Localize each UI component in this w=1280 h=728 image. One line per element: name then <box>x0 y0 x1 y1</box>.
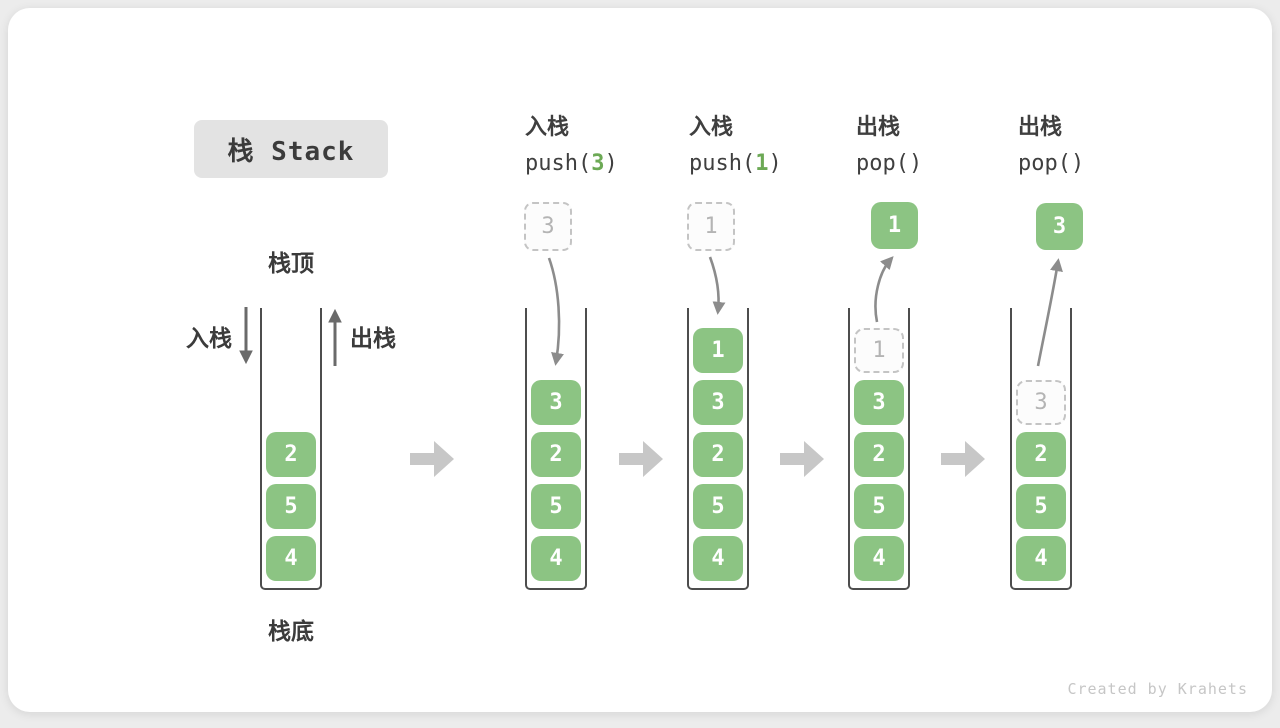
stack-cell: 2 <box>1016 432 1066 477</box>
next-step-arrow-icon <box>619 441 663 477</box>
stack-cell: 5 <box>854 484 904 529</box>
next-step-arrow-icon <box>780 441 824 477</box>
code-arg: 1 <box>755 151 769 176</box>
removed-cell-ghost: 1 <box>854 328 904 373</box>
step4-code-label: pop() <box>1018 150 1084 178</box>
stack-cell: 4 <box>531 536 581 581</box>
step1-op-label: 入栈 <box>525 114 570 139</box>
stack-top-label: 栈顶 <box>268 250 314 276</box>
stack-cell: 2 <box>854 432 904 477</box>
stack-cell: 2 <box>531 432 581 477</box>
step3-code-label: pop() <box>856 150 922 178</box>
code-pre: pop() <box>1018 151 1085 176</box>
code-post: ) <box>768 151 782 176</box>
next-step-arrow-icon <box>941 441 985 477</box>
incoming-value-box: 1 <box>687 202 735 251</box>
stack-cell: 5 <box>693 484 743 529</box>
step4-op-label: 出栈 <box>1018 114 1063 139</box>
popped-value-box: 1 <box>871 202 918 249</box>
stack-cell: 4 <box>693 536 743 581</box>
stack-cell: 3 <box>531 380 581 425</box>
step2-code-label: push(1) <box>689 150 782 178</box>
stack-cell: 5 <box>531 484 581 529</box>
stack-cell: 1 <box>693 328 743 373</box>
watermark: Created by Krahets <box>1067 680 1248 698</box>
stack-cell: 4 <box>1016 536 1066 581</box>
stack-cell: 5 <box>1016 484 1066 529</box>
stack-cell: 5 <box>266 484 316 529</box>
code-post: ) <box>604 151 618 176</box>
stack-cell: 2 <box>693 432 743 477</box>
push-arrow-icon <box>708 256 726 315</box>
pop-side-label: 出栈 <box>350 325 396 351</box>
code-pre: push( <box>525 151 592 176</box>
popped-value-box: 3 <box>1036 203 1083 250</box>
step3-op-label: 出栈 <box>856 114 901 139</box>
diagram-card: 栈 Stack 栈顶 栈底 入栈 出栈 2 5 4 入栈 push(3) 3 3… <box>8 8 1272 712</box>
stack-cell: 3 <box>693 380 743 425</box>
step1-code-label: push(3) <box>525 150 618 178</box>
step2-op-label: 入栈 <box>689 114 734 139</box>
diagram-title: 栈 Stack <box>194 120 388 178</box>
arrows-overlay <box>239 256 1063 477</box>
stack-bottom-label: 栈底 <box>268 618 314 644</box>
stack-cell: 3 <box>854 380 904 425</box>
incoming-value-box: 3 <box>524 202 572 251</box>
push-side-label: 入栈 <box>186 325 232 351</box>
stack-cell: 4 <box>266 536 316 581</box>
stack-cell: 4 <box>854 536 904 581</box>
next-step-arrow-icon <box>410 441 454 477</box>
code-arg: 3 <box>591 151 605 176</box>
stack-cell: 2 <box>266 432 316 477</box>
code-pre: push( <box>689 151 756 176</box>
removed-cell-ghost: 3 <box>1016 380 1066 425</box>
code-pre: pop() <box>856 151 923 176</box>
